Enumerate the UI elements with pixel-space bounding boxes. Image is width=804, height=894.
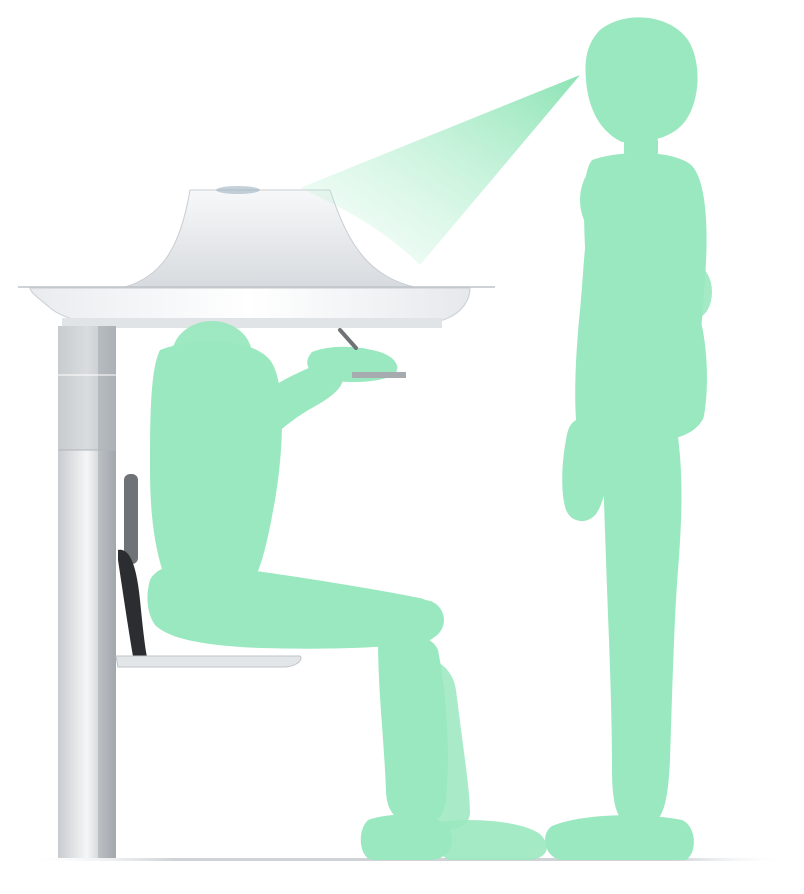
standing-mannequin-icon (545, 17, 712, 860)
seated-mannequin-icon (147, 321, 546, 860)
